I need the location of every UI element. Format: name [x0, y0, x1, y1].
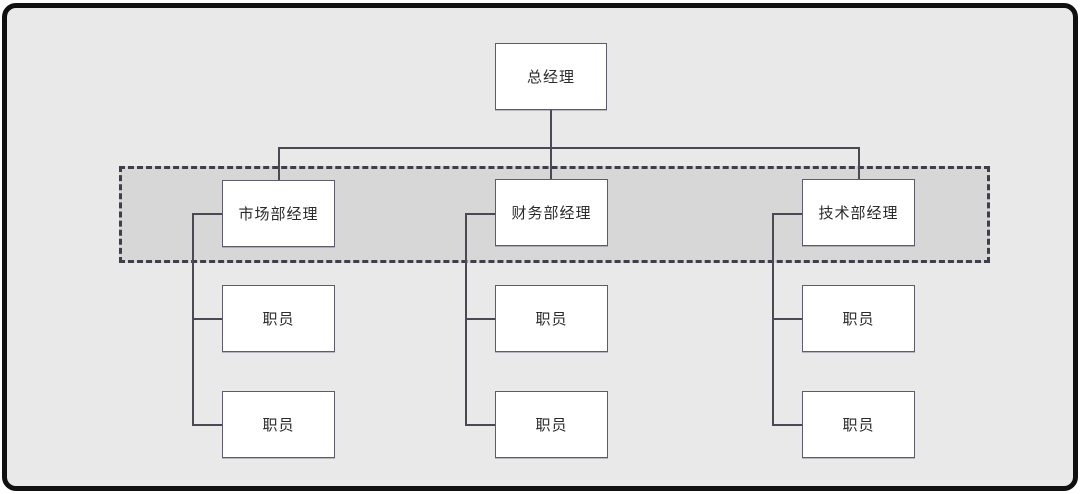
connector-col2-staff2: [465, 424, 496, 426]
connector-drop-tech: [858, 147, 860, 181]
node-label: 总经理: [526, 69, 575, 86]
connector-root-drop: [550, 110, 552, 149]
diagram-frame: 总经理 市场部经理 财务部经理 技术部经理 职员 职员 职员 职员 职员 职员: [2, 3, 1078, 491]
node-label: 职员: [842, 417, 875, 434]
connector-col1-manager: [192, 213, 223, 215]
node-label: 市场部经理: [238, 206, 319, 223]
node-staff: 职员: [495, 391, 608, 458]
node-general-manager: 总经理: [495, 43, 607, 110]
node-manager-marketing: 市场部经理: [222, 180, 335, 247]
connector-col2-manager: [465, 213, 496, 215]
node-manager-finance: 财务部经理: [495, 179, 608, 246]
connector-col3-staff1: [772, 318, 804, 320]
node-label: 职员: [842, 311, 875, 328]
connector-col3-staff2: [772, 424, 804, 426]
node-label: 职员: [262, 417, 295, 434]
node-label: 职员: [535, 311, 568, 328]
connector-main-horizontal: [278, 147, 860, 149]
node-label: 财务部经理: [511, 205, 592, 222]
org-chart-canvas: 总经理 市场部经理 财务部经理 技术部经理 职员 职员 职员 职员 职员 职员: [7, 8, 1073, 486]
connector-col2-staff1: [465, 318, 496, 320]
node-staff: 职员: [222, 391, 335, 458]
connector-drop-finance: [550, 147, 552, 181]
connector-drop-marketing: [278, 147, 280, 181]
node-staff: 职员: [495, 285, 608, 352]
node-label: 职员: [535, 417, 568, 434]
node-staff: 职员: [802, 285, 915, 352]
connector-col1-staff2: [192, 424, 223, 426]
connector-col3-manager: [772, 213, 804, 215]
node-label: 技术部经理: [818, 205, 899, 222]
connector-col1-staff1: [192, 318, 223, 320]
node-staff: 职员: [222, 285, 335, 352]
node-manager-tech: 技术部经理: [802, 179, 915, 246]
node-staff: 职员: [802, 391, 915, 458]
node-label: 职员: [262, 311, 295, 328]
